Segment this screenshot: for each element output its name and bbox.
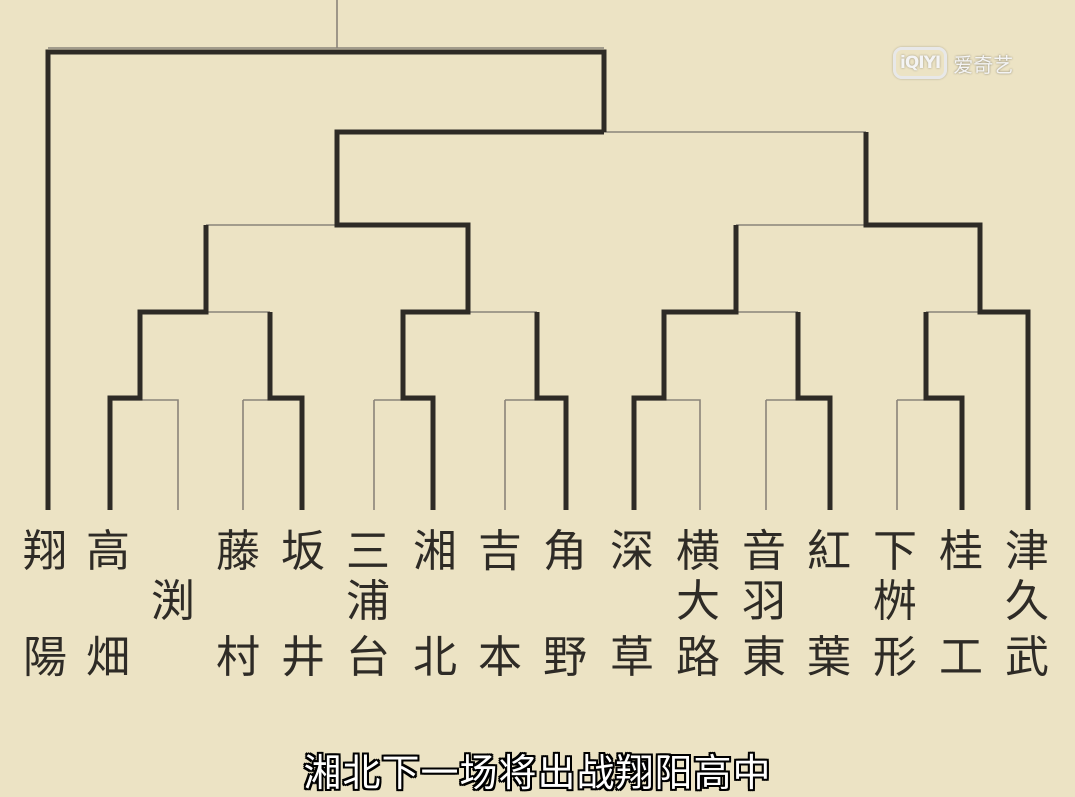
winner-path <box>107 225 209 510</box>
team-name-char: 津 <box>1005 526 1049 577</box>
team-name-char: 本 <box>478 632 522 683</box>
team-label: 横大路 <box>676 526 720 683</box>
team-label: 桂工 <box>939 526 983 683</box>
team-name-char: 横 <box>676 526 720 577</box>
team-name-char: 吉 <box>478 526 522 577</box>
team-label: 下桝形 <box>873 526 917 683</box>
team-name-char: 桝 <box>873 576 917 627</box>
team-name-char: 北 <box>413 632 457 683</box>
team-name-char: 紅 <box>807 526 851 577</box>
team-name-char: 葉 <box>807 632 851 683</box>
team-label: 吉本 <box>478 526 522 683</box>
team-name-char: 下 <box>873 526 917 577</box>
team-label: 深草 <box>610 526 654 683</box>
team-label: 高畑 <box>86 526 130 683</box>
team-name-char: 高 <box>86 526 130 577</box>
bracket-line <box>242 399 303 510</box>
team-name-char: 陽 <box>23 632 67 683</box>
bracket-line <box>765 399 831 510</box>
winner-path <box>534 312 569 510</box>
bracket-line <box>504 399 567 510</box>
team-name-char: 音 <box>742 526 786 577</box>
team-name-char: 東 <box>742 632 786 683</box>
watermark-text: 爱奇艺 <box>953 52 1014 77</box>
team-label: 湘北 <box>413 526 457 683</box>
team-name-char: 桂 <box>939 526 983 577</box>
team-name-char: 久 <box>1005 576 1049 627</box>
winner-path <box>334 129 604 510</box>
team-name-char: 藤 <box>216 526 260 577</box>
winner-path <box>795 312 833 510</box>
team-label: 音羽東 <box>742 526 786 683</box>
team-name-char: 坂 <box>281 526 325 577</box>
team-name-char: 畑 <box>86 632 130 683</box>
winner-path <box>863 132 1031 510</box>
bracket-winner-lines <box>45 49 1031 510</box>
team-name-char: 武 <box>1005 632 1049 683</box>
iqiyi-watermark: iQIYI 爱奇艺 <box>893 47 1013 79</box>
bracket-line <box>896 399 963 510</box>
team-name-char: 羽 <box>742 576 786 627</box>
winner-path <box>45 49 607 510</box>
team-label: 津久武 <box>1005 526 1049 683</box>
team-name-char: 路 <box>676 632 720 683</box>
team-label: 紅葉 <box>807 526 851 683</box>
team-name-char: 三 <box>346 526 390 577</box>
bracket-line <box>633 399 701 510</box>
team-name-char: 大 <box>676 576 720 627</box>
video-subtitle: 湘北下一场将出战翔阳高中 <box>303 751 772 795</box>
team-name-char: 井 <box>281 632 325 683</box>
team-name-char: 湘 <box>413 526 457 577</box>
team-name-char: 工 <box>939 632 983 683</box>
team-label: 角野 <box>543 526 587 683</box>
team-name-char: 野 <box>543 632 587 683</box>
team-name-char: 角 <box>543 526 587 577</box>
team-label: 藤村 <box>216 526 260 683</box>
team-name-char: 深 <box>610 526 654 577</box>
team-label: 坂井 <box>281 526 325 683</box>
bracket-line <box>109 399 179 510</box>
team-name-char: 草 <box>610 632 654 683</box>
winner-path <box>923 312 965 510</box>
team-name-char: 渕 <box>151 576 195 627</box>
team-name-char: 翔 <box>23 526 67 577</box>
team-name-char: 浦 <box>346 576 390 627</box>
team-name-char: 村 <box>216 632 260 683</box>
iqiyi-logo-icon: iQIYI <box>893 47 948 79</box>
team-name-char: 形 <box>873 632 917 683</box>
bracket-line <box>47 0 604 510</box>
bracket-line <box>373 399 434 510</box>
team-label: 三浦台 <box>346 526 390 683</box>
bracket-thin-lines <box>47 0 1028 510</box>
winner-path <box>631 225 739 510</box>
team-name-char: 台 <box>346 632 390 683</box>
winner-path <box>267 312 305 510</box>
team-label: 翔陽 <box>23 526 67 683</box>
team-label: 渕 <box>151 576 195 627</box>
